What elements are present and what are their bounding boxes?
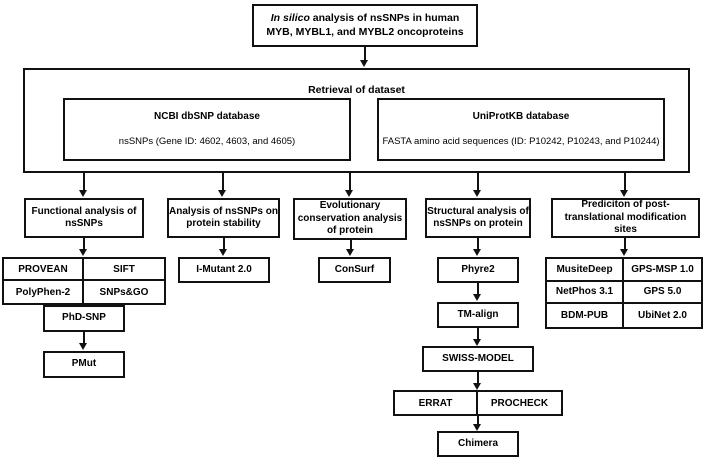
arrow-branch-1: [79, 190, 87, 197]
arrow-phdsnp-to-pmut: [79, 343, 87, 350]
tool-phd-snp[interactable]: PhD-SNP: [43, 305, 125, 332]
ncbi-title: NCBI dbSNP database: [154, 111, 260, 123]
tool-musitedeep[interactable]: MusiteDeep: [547, 259, 624, 282]
connector-functional-tools: [83, 238, 85, 250]
connector-branch-4: [477, 173, 479, 191]
arrow-title-to-retrieval: [360, 60, 368, 67]
title-box: In silico analysis of nsSNPs in human MY…: [252, 4, 478, 47]
ptm-tools-grid: MusiteDeep GPS-MSP 1.0 NetPhos 3.1 GPS 5…: [545, 257, 703, 329]
column-header-stability: Analysis of nsSNPs on protein stability: [167, 198, 280, 238]
ncbi-dbsnp-box: NCBI dbSNP database nsSNPs (Gene ID: 460…: [63, 98, 351, 161]
retrieval-container: Retrieval of dataset NCBI dbSNP database…: [23, 68, 690, 173]
arrow-phyre2-to-tmalign: [473, 294, 481, 301]
title-italic: In silico: [270, 12, 310, 25]
arrow-branch-3: [345, 190, 353, 197]
connector-branch-5: [624, 173, 626, 191]
tool-polyphen2[interactable]: PolyPhen-2: [4, 281, 84, 303]
connector-stability-tools: [223, 238, 225, 250]
connector-ptm-tools: [624, 238, 626, 250]
tool-bdm-pub[interactable]: BDM-PUB: [547, 304, 624, 327]
tool-gps-5[interactable]: GPS 5.0: [624, 282, 701, 305]
tool-gps-msp[interactable]: GPS-MSP 1.0: [624, 259, 701, 282]
arrow-conservation-tools: [346, 249, 354, 256]
tool-procheck[interactable]: PROCHECK: [490, 397, 549, 409]
tool-chimera[interactable]: Chimera: [437, 431, 519, 457]
connector-phyre2-to-tmalign: [477, 283, 479, 294]
connector-structural-tools: [477, 238, 479, 250]
connector-branch-3: [349, 173, 351, 191]
column-header-functional: Functional analysis of nsSNPs: [24, 198, 144, 238]
connector-branch-2: [222, 173, 224, 191]
tool-tm-align[interactable]: TM-align: [437, 302, 519, 328]
connector-title-to-retrieval: [364, 47, 366, 61]
arrow-branch-2: [218, 190, 226, 197]
uniprotkb-box: UniProtKB database FASTA amino acid sequ…: [377, 98, 665, 161]
arrow-structural-tools: [473, 249, 481, 256]
uniprot-subtitle: FASTA amino acid sequences (ID: P10242, …: [382, 135, 660, 147]
connector-tmalign-to-swiss: [477, 328, 479, 339]
arrow-tmalign-to-swiss: [473, 339, 481, 346]
arrow-validation-to-chimera: [473, 424, 481, 431]
arrow-branch-4: [473, 190, 481, 197]
connector-validation-to-chimera: [477, 416, 479, 425]
ncbi-subtitle: nsSNPs (Gene ID: 4602, 4603, and 4605): [118, 135, 296, 147]
arrow-swiss-to-validation: [473, 383, 481, 390]
tool-consurf[interactable]: ConSurf: [318, 257, 391, 283]
tool-errat[interactable]: ERRAT: [395, 392, 478, 414]
connector-conservation-tools: [350, 240, 352, 250]
uniprot-title: UniProtKB database: [472, 111, 570, 123]
title-line-1: In silico analysis of nsSNPs in human: [271, 12, 459, 25]
structure-validation-grid: ERRAT PROCHECK: [393, 390, 563, 416]
connector-branch-1: [83, 173, 85, 191]
tool-ubinet[interactable]: UbiNet 2.0: [638, 310, 687, 322]
tool-sift[interactable]: SIFT: [84, 259, 164, 281]
tool-i-mutant[interactable]: I-Mutant 2.0: [178, 257, 270, 283]
connector-phdsnp-to-pmut: [83, 332, 85, 344]
tool-phyre2[interactable]: Phyre2: [437, 257, 519, 283]
tool-provean[interactable]: PROVEAN: [4, 259, 84, 281]
column-header-structural: Structural analysis of nsSNPs on protein: [425, 198, 531, 238]
arrow-ptm-tools: [620, 249, 628, 256]
tool-pmut[interactable]: PMut: [43, 351, 125, 378]
tool-snpsgo[interactable]: SNPs&GO: [99, 286, 149, 298]
column-header-ptm: Prediciton of post-translational modific…: [551, 198, 700, 238]
tool-swiss-model[interactable]: SWISS-MODEL: [422, 346, 534, 372]
arrow-branch-5: [620, 190, 628, 197]
arrow-functional-tools: [79, 249, 87, 256]
tool-netphos[interactable]: NetPhos 3.1: [547, 281, 624, 305]
connector-swiss-to-validation: [477, 372, 479, 383]
retrieval-label: Retrieval of dataset: [308, 84, 405, 96]
functional-tools-grid: PROVEAN SIFT PolyPhen-2 SNPs&GO: [2, 257, 166, 305]
arrow-stability-tools: [219, 249, 227, 256]
column-header-conservation: Evolutionary conservation analysis of pr…: [293, 198, 407, 240]
title-line-2: MYB, MYBL1, and MYBL2 oncoproteins: [266, 25, 464, 38]
title-line-1-rest: analysis of nsSNPs in human: [309, 12, 460, 25]
